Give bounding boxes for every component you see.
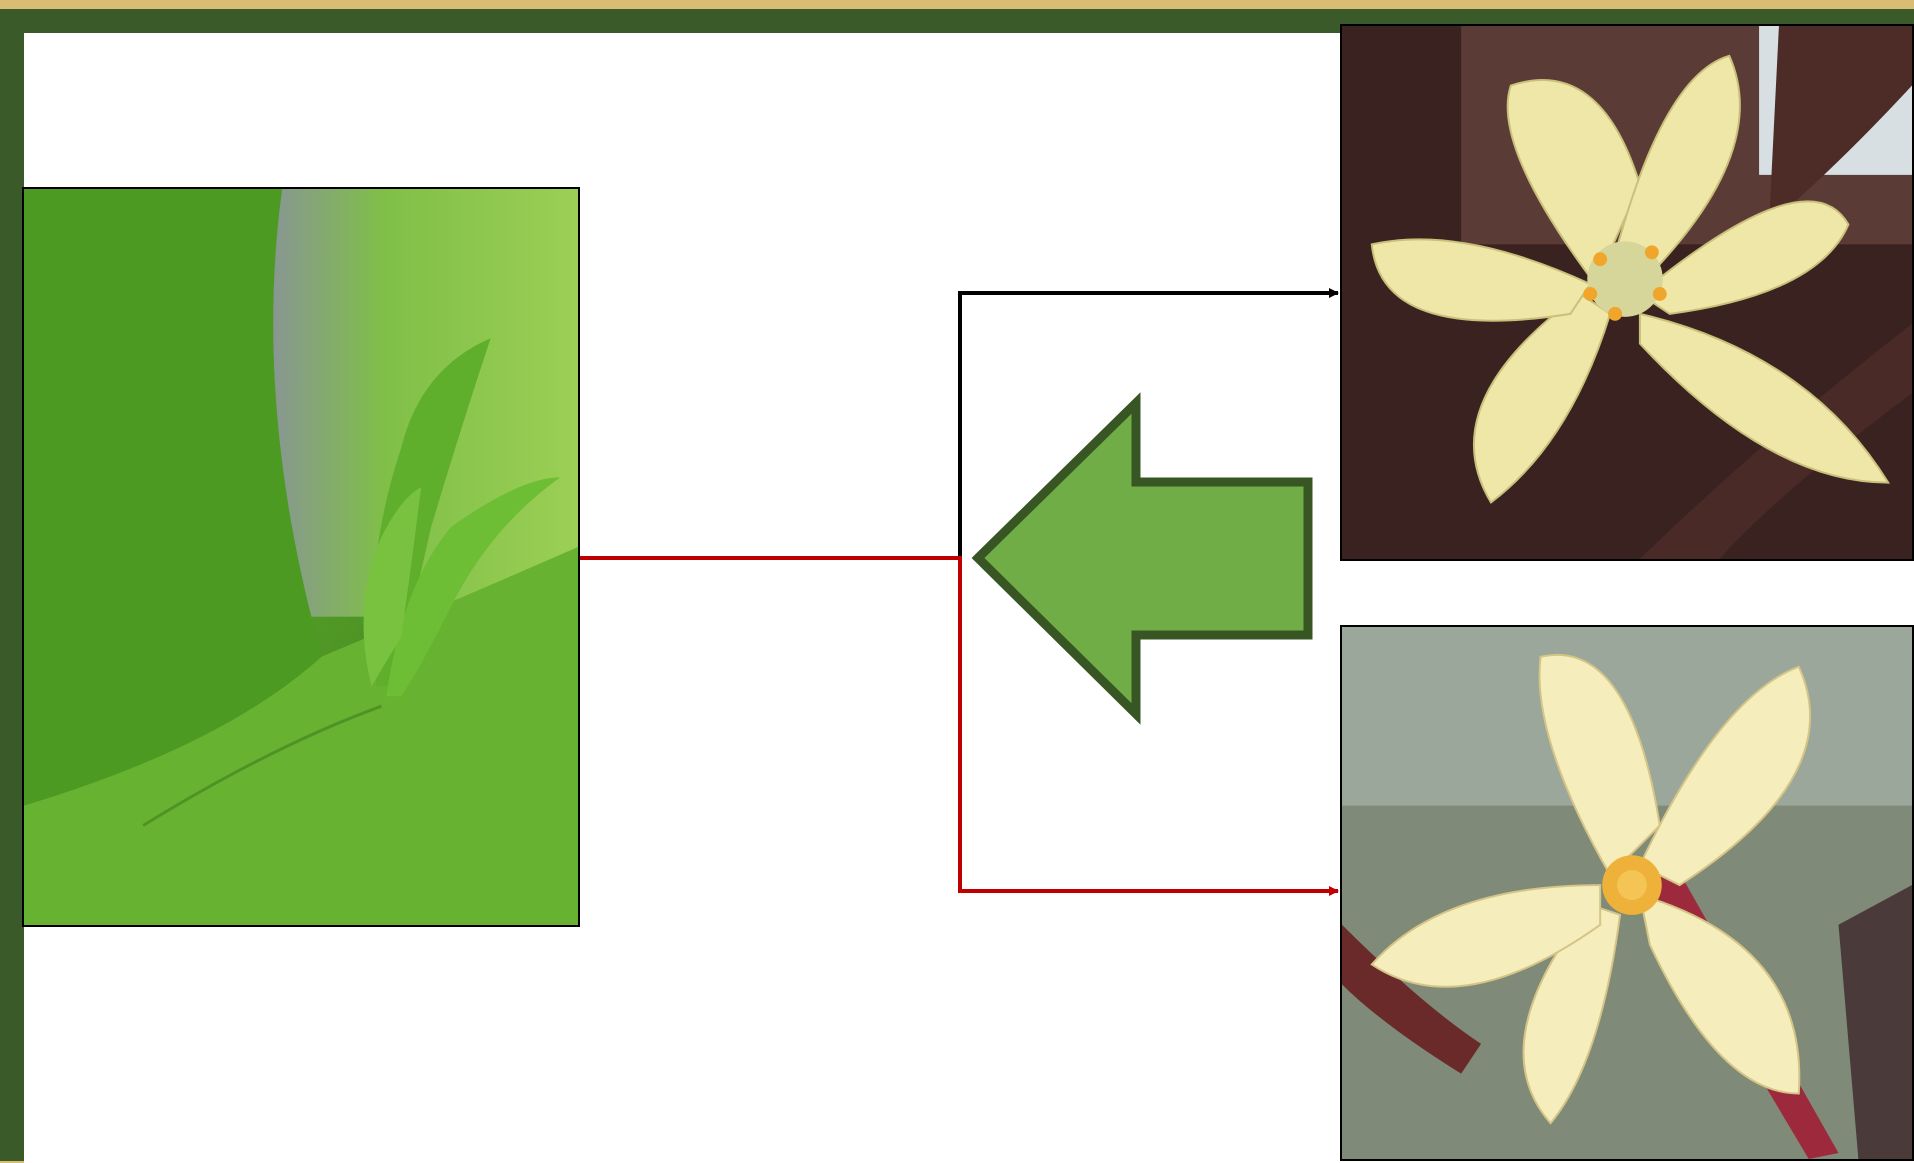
cream-flower-photo [1340,625,1914,1161]
flower-bud-image [24,189,578,925]
yellow-flower-image [1342,26,1912,559]
yellow-flower-photo [1340,24,1914,561]
flower-bud-photo [22,187,580,927]
cream-flower-image [1342,627,1912,1159]
